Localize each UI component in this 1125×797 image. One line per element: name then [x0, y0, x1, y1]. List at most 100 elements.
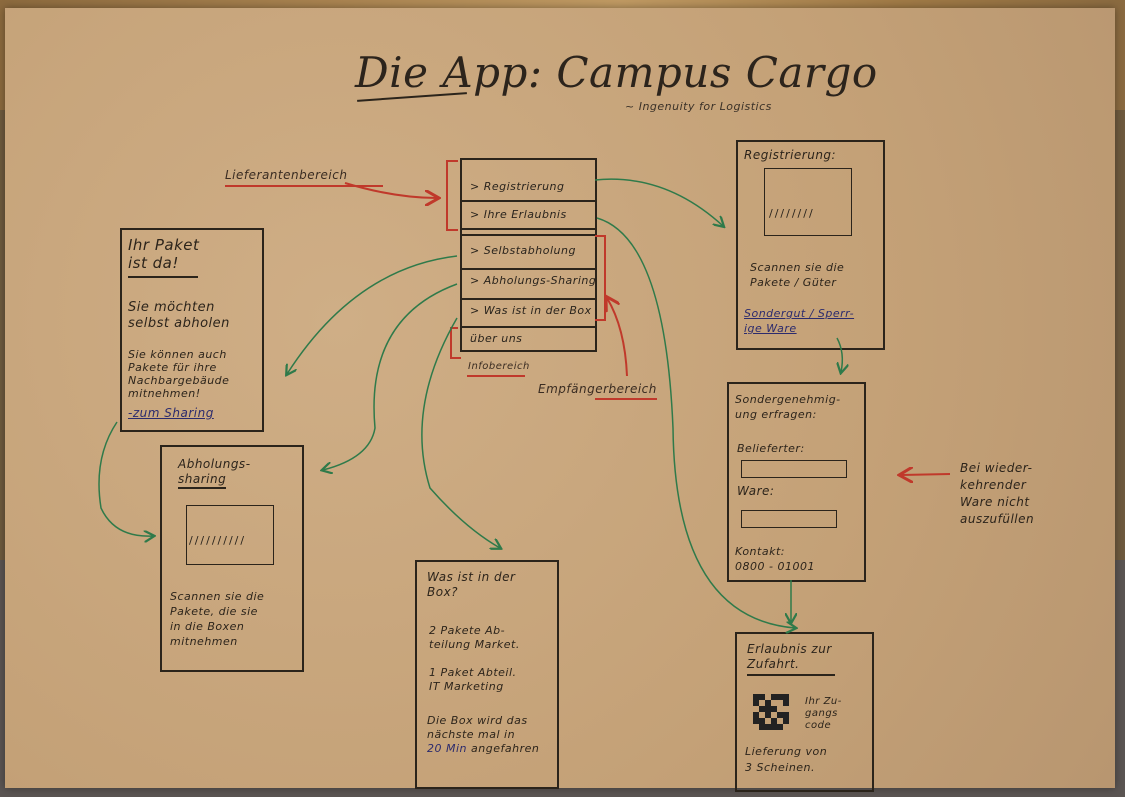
infobereich-label: Infobereich [468, 361, 530, 372]
paket-selbst-line: selbst abholen [128, 316, 230, 331]
menu-divider [462, 268, 595, 270]
sharing-title-line: sharing [178, 472, 227, 486]
menu-divider [462, 200, 595, 202]
box-item-1: 2 Pakete Ab- teilung Market. [429, 624, 520, 652]
belieferter-input[interactable] [741, 460, 847, 478]
sharing-title: Abholungs- sharing [178, 457, 251, 487]
box-title: Was ist in der Box? [427, 570, 515, 600]
sonder-title-line: Sondergenehmig- [735, 393, 841, 406]
erlaubnis-title-underline [747, 674, 835, 676]
registrierung-title: Registrierung: [744, 148, 837, 162]
menu-divider [462, 298, 595, 300]
kontakt-phone: 0800 - 01001 [735, 560, 815, 573]
kontakt-label: Kontakt: [735, 545, 785, 558]
arrow-selbstabholung [287, 255, 458, 374]
erlaubnis-title: Erlaubnis zur Zufahrt. [747, 642, 832, 672]
zugangscode-text: Ihr Zu- gangs code [805, 696, 842, 732]
menu-item-sharing[interactable]: > Abholungs-Sharing [470, 274, 597, 287]
main-menu-screen: > Registrierung > Ihre Erlaubnis > Selbs… [460, 158, 597, 352]
arrow-sharing [323, 283, 458, 470]
sharing-text: Scannen sie die Pakete, die sie in die B… [170, 589, 264, 649]
qr-code-icon [753, 694, 789, 730]
menu-item-box[interactable]: > Was ist in der Box [470, 304, 592, 317]
sharing-title-line: Abholungs- [178, 457, 251, 471]
scan-area[interactable]: //////// [764, 168, 852, 236]
arrow-registrierung [594, 178, 723, 226]
registrierung-text-line: Scannen sie die [750, 261, 845, 274]
box-time: 20 Min [427, 742, 468, 755]
menu-item-ueber-uns[interactable]: über uns [470, 332, 523, 345]
lieferanten-bracket [446, 160, 458, 231]
registrierung-text-line: Pakete / Güter [750, 276, 837, 289]
box-item-line: teilung Market. [429, 638, 520, 651]
barcode-icon: //////// [769, 207, 815, 220]
arrow-box [421, 317, 500, 548]
box-item-line: nächste mal in [427, 728, 516, 741]
paket-info-line: Sie können auch [128, 348, 227, 361]
cardboard-poster: Die App: Campus Cargo ~ Ingenuity for Lo… [5, 8, 1115, 792]
menu-divider [462, 228, 595, 230]
code-line: code [805, 720, 832, 731]
info-bracket [450, 327, 461, 359]
code-line: Ihr Zu- [805, 696, 842, 707]
box-item-line: 1 Paket Abteil. [429, 666, 517, 679]
paket-selbst-line: Sie möchten [128, 300, 215, 315]
paket-info: Sie können auch Pakete für ihre Nachbarg… [128, 348, 229, 400]
paket-title-line: Ihr Paket [128, 236, 200, 254]
code-line: gangs [805, 708, 838, 719]
menu-item-erlaubnis[interactable]: > Ihre Erlaubnis [470, 208, 567, 221]
erlaubnis-title-line: Zufahrt. [747, 657, 800, 671]
menu-divider [462, 234, 595, 236]
sharing-text-line: mitnehmen [170, 635, 238, 648]
wiederkehrend-note: Bei wieder- kehrender Ware nicht auszufü… [960, 460, 1034, 528]
paket-title: Ihr Paket ist da! [128, 236, 199, 272]
lieferung-line: Lieferung von [745, 745, 828, 758]
arrow-erlaubnis [596, 217, 795, 628]
lieferanten-underline [225, 185, 383, 187]
box-item-line: 20 Min angefahren [427, 742, 539, 756]
infobereich-underline [467, 375, 525, 377]
registrierung-screen: Registrierung: //////// Scannen sie die … [736, 140, 885, 350]
sharing-text-line: Scannen sie die [170, 590, 265, 603]
ware-label: Ware: [737, 484, 775, 498]
paket-title-underline [128, 276, 198, 278]
paket-selbst: Sie möchten selbst abholen [128, 300, 230, 332]
erlaubnis-screen: Erlaubnis zur Zufahrt. Ihr Zu- gangs cod… [735, 632, 874, 792]
poster-title: Die App: Campus Cargo [355, 48, 878, 97]
arrow-sondergut [837, 337, 842, 372]
erlaubnis-title-line: Erlaubnis zur [747, 642, 832, 656]
menu-item-selbstabholung[interactable]: > Selbstabholung [470, 244, 576, 257]
scan-area[interactable]: ////////// [186, 505, 274, 565]
empfaenger-underline [595, 398, 657, 400]
empfaenger-label: Empfängerbereich [538, 382, 657, 396]
wiederkehrend-arrow [901, 474, 951, 475]
kontakt-info: Kontakt: 0800 - 01001 [735, 544, 815, 574]
menu-divider [462, 326, 595, 328]
box-title-line: Was ist in der [427, 570, 516, 584]
registrierung-text: Scannen sie die Pakete / Güter [750, 260, 844, 290]
menu-item-registrierung[interactable]: > Registrierung [470, 180, 565, 193]
box-item-line: IT Marketing [429, 680, 504, 693]
paket-info-line: Nachbargebäude [128, 374, 230, 387]
ware-input[interactable] [741, 510, 837, 528]
lieferanten-arrow [344, 182, 437, 198]
empfaenger-arrow [607, 298, 628, 377]
box-item-3: Die Box wird das nächste mal in 20 Min a… [427, 714, 539, 756]
sondergut-link[interactable]: Sondergut / Sperr- ige Ware [744, 306, 854, 336]
box-item-2: 1 Paket Abteil. IT Marketing [429, 666, 517, 694]
empfaenger-bracket [595, 235, 606, 321]
paket-info-line: mitnehmen! [128, 387, 201, 400]
box-screen: Was ist in der Box? 2 Pakete Ab- teilung… [415, 560, 559, 789]
zum-sharing-link[interactable]: -zum Sharing [128, 406, 214, 420]
box-item-line: Die Box wird das [427, 714, 528, 727]
paket-title-line: ist da! [128, 254, 179, 272]
barcode-icon: ////////// [189, 534, 247, 547]
box-time-end: angefahren [471, 742, 540, 755]
note-line: kehrender [960, 478, 1027, 492]
sondergenehmigung-screen: Sondergenehmig- ung erfragen: Belieferte… [727, 382, 866, 582]
sharing-screen: Abholungs- sharing ////////// Scannen si… [160, 445, 304, 672]
paket-screen: Ihr Paket ist da! Sie möchten selbst abh… [120, 228, 264, 432]
sondergut-link-line: ige Ware [744, 322, 797, 335]
lieferanten-label: Lieferantenbereich [225, 168, 348, 182]
note-line: Ware nicht [960, 495, 1030, 509]
